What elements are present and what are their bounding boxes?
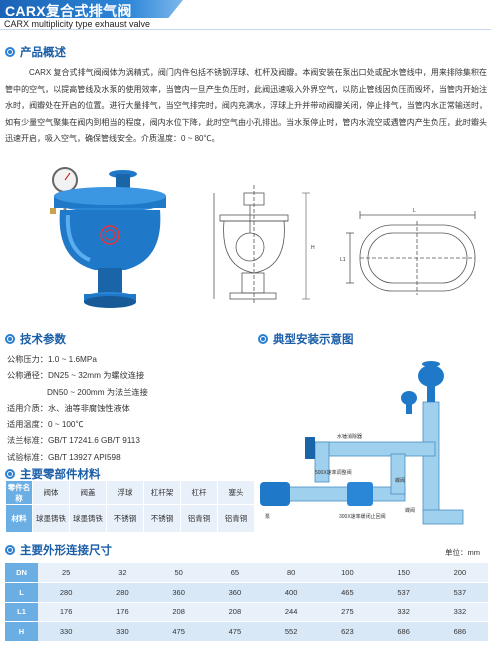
- bullet-icon: [5, 545, 15, 555]
- table-cell: 332: [431, 602, 488, 622]
- table-cell: 不锈钢: [106, 504, 144, 533]
- bullet-icon: [5, 334, 15, 344]
- bullet-icon: [258, 334, 268, 344]
- table-cell: 铝青铜: [217, 504, 255, 533]
- table-header-cell: 材料: [5, 504, 33, 533]
- table-cell: 360: [206, 582, 263, 603]
- label-pump: 泵: [265, 514, 270, 520]
- dim-label-h: H: [311, 245, 315, 251]
- table-cell: 铝青铜: [180, 504, 218, 533]
- table-cell: 208: [206, 602, 263, 622]
- table-cell: 275: [319, 602, 376, 622]
- header-banner: CARX复合式排气阀 CARX multiplicity type exhaus…: [0, 0, 491, 30]
- dimensions-table: DN 25 32 50 65 80 100 150 200 L 280 280 …: [5, 563, 488, 642]
- table-cell: 537: [375, 582, 432, 603]
- param-temperature: 适用温度：0 ~ 100℃: [7, 420, 84, 430]
- table-header-cell: DN: [5, 563, 38, 583]
- label-check-valve: 300X速率缓闭止回阀: [339, 513, 386, 520]
- table-cell: 球墨铸铁: [32, 504, 70, 533]
- table-cell: 浮球: [106, 480, 144, 505]
- dim-label-l: L: [413, 208, 416, 214]
- param-flange-standard: 法兰标准：GB/T 17241.6 GB/T 9113: [7, 436, 140, 446]
- table-cell: 400: [263, 582, 320, 603]
- param-diameter: 公称通径：DN25 ~ 32mm 为螺纹连接: [7, 371, 145, 381]
- install-heading: 典型安装示意图: [258, 331, 354, 347]
- table-cell: 80: [263, 563, 320, 583]
- table-cell: 球墨铸铁: [69, 504, 107, 533]
- label-water-hammer: 水锤消除器: [337, 433, 362, 440]
- table-row: H 330 330 475 475 552 623 686 686: [5, 621, 488, 642]
- table-row: L 280 280 360 360 400 465 537 537: [5, 582, 488, 603]
- table-header-cell: L1: [5, 602, 38, 622]
- label-butterfly-valve-2: 蝶阀: [405, 507, 415, 514]
- page-title: CARX复合式排气阀: [5, 3, 132, 19]
- table-cell: 阀盖: [69, 480, 107, 505]
- overview-text: CARX 复合式排气阀阀体为涡精式，阀门内件包括不锈钢浮球、杠杆及阀瓣。本阀安装…: [5, 68, 487, 143]
- page-subtitle: CARX multiplicity type exhaust valve: [4, 19, 151, 29]
- table-cell: 280: [94, 582, 151, 603]
- bullet-icon: [5, 47, 15, 57]
- table-cell: 360: [150, 582, 207, 603]
- param-test-standard: 试验标准：GB/T 13927 API598: [7, 452, 121, 462]
- param-pressure: 公称压力：1.0 ~ 1.6MPa: [7, 355, 97, 364]
- table-row: 材料 球墨铸铁 球墨铸铁 不锈钢 不锈钢 铝青铜 铝青铜: [5, 504, 255, 533]
- table-header-cell: 零件名称: [5, 480, 33, 505]
- table-cell: 32: [94, 563, 151, 583]
- materials-table: 零件名称 阀体 阀盖 浮球 杠杆架 杠杆 塞头 材料 球墨铸铁 球墨铸铁 不锈钢…: [5, 480, 255, 533]
- table-cell: 330: [94, 621, 151, 642]
- materials-heading: 主要零部件材料: [5, 466, 101, 482]
- dim-label-l1: L1: [340, 257, 346, 263]
- table-cell: 686: [375, 621, 432, 642]
- label-butterfly-valve-1: 蝶阀: [395, 477, 405, 484]
- table-cell: 475: [206, 621, 263, 642]
- table-cell: 不锈钢: [143, 504, 181, 533]
- table-cell: 65: [206, 563, 263, 583]
- table-cell: 552: [263, 621, 320, 642]
- param-media: 适用介质：水、油等非腐蚀性液体: [7, 403, 130, 413]
- table-cell: 阀体: [32, 480, 70, 505]
- label-rate-valve: 500X速率调整阀: [315, 469, 352, 476]
- table-cell: 465: [319, 582, 376, 603]
- table-cell: 208: [150, 602, 207, 622]
- table-cell: 475: [150, 621, 207, 642]
- unit-label: 单位：mm: [445, 548, 480, 557]
- table-cell: 623: [319, 621, 376, 642]
- table-cell: 杠杆架: [143, 480, 181, 505]
- table-cell: 100: [319, 563, 376, 583]
- table-cell: 244: [263, 602, 320, 622]
- table-cell: 塞头: [217, 480, 255, 505]
- table-header-cell: L: [5, 582, 38, 603]
- overview-heading: 产品概述: [5, 44, 66, 60]
- table-header-cell: H: [5, 621, 38, 642]
- dimensions-heading: 主要外形连接尺寸: [5, 542, 112, 558]
- table-cell: 150: [375, 563, 432, 583]
- table-cell: 200: [431, 563, 488, 583]
- installation-diagram: 水锤消除器 500X速率调整阀 蝶阀 泵 300X速率缓闭止回阀 蝶阀: [260, 361, 464, 525]
- bullet-icon: [5, 469, 15, 479]
- table-cell: 280: [38, 582, 95, 603]
- table-cell: 50: [150, 563, 207, 583]
- tech-params: 公称压力：1.0 ~ 1.6MPa 公称通径：DN25 ~ 32mm 为螺纹连接…: [7, 352, 148, 466]
- table-cell: 686: [431, 621, 488, 642]
- table-cell: 332: [375, 602, 432, 622]
- technical-drawing: H L L1: [213, 185, 476, 305]
- table-row: L1 176 176 208 208 244 275 332 332: [5, 602, 488, 622]
- table-cell: 537: [431, 582, 488, 603]
- title-bar: [0, 0, 183, 18]
- table-row: DN 25 32 50 65 80 100 150 200: [5, 563, 488, 583]
- header-divider: [0, 29, 491, 30]
- table-cell: 176: [38, 602, 95, 622]
- table-cell: 杠杆: [180, 480, 218, 505]
- tech-heading: 技术参数: [5, 331, 66, 347]
- table-row: 零件名称 阀体 阀盖 浮球 杠杆架 杠杆 塞头: [5, 480, 255, 505]
- table-cell: 176: [94, 602, 151, 622]
- table-cell: 25: [38, 563, 95, 583]
- valve-photo: [50, 167, 166, 308]
- table-cell: 330: [38, 621, 95, 642]
- param-diameter-2: DN50 ~ 200mm 为法兰连接: [47, 387, 148, 397]
